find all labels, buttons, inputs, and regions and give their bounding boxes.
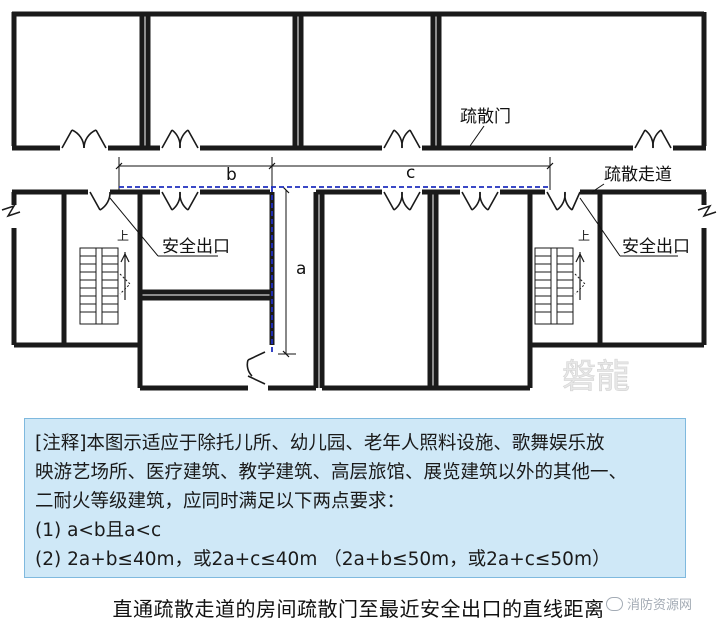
evacuation-path [119,186,550,354]
note-line: (1) a<b且a<c [35,520,162,541]
note-line: 二耐火等级建筑，应同时满足以下两点要求： [35,491,406,512]
note-line: (2) 2a+b≤40m，或2a+c≤40m （2a+b≤50m，或2a+c≤5… [35,549,611,570]
caption: 直通疏散走道的房间疏散门至最近安全出口的直线距离 [112,597,605,621]
safe-exit-right-label: 安全出口 [622,237,690,257]
leader-lines [109,125,678,257]
evac-door-label: 疏散门 [460,107,511,127]
door-swings [61,129,672,385]
stair-up-left-label: 上 [117,229,129,243]
seal-watermark: 磐龍 [562,357,630,397]
wall-break-marks [1,204,717,218]
note-line: [注释]本图示适应于除托儿所、幼儿园、老年人照料设施、歌舞娱乐放 [35,433,605,454]
dim-b-label: b [226,165,237,185]
dimension-lines [115,157,554,358]
note-box: [注释]本图示适应于除托儿所、幼儿园、老年人照料设施、歌舞娱乐放 映游艺场所、医… [24,418,686,578]
floor-plan: 疏散门 疏散走道 安全出口 安全出口 上 上 b c a 磐龍 [1,11,717,397]
stair-up-right-label: 上 [578,229,590,243]
dim-a-label: a [296,259,306,279]
stair-right [534,247,586,325]
note-line: 映游艺场所、医疗建筑、教学建筑、高层旅馆、展览建筑以外的其他一、 [35,462,628,483]
chat-bubble-icon [606,597,623,611]
evac-corridor-label: 疏散走道 [604,165,672,185]
safe-exit-left-label: 安全出口 [162,237,230,257]
top-rooms [11,11,707,151]
account-watermark: 消防资源网 [606,594,692,613]
account-watermark-text: 消防资源网 [627,598,693,613]
stair-left [79,247,131,325]
dim-c-label: c [406,163,415,183]
